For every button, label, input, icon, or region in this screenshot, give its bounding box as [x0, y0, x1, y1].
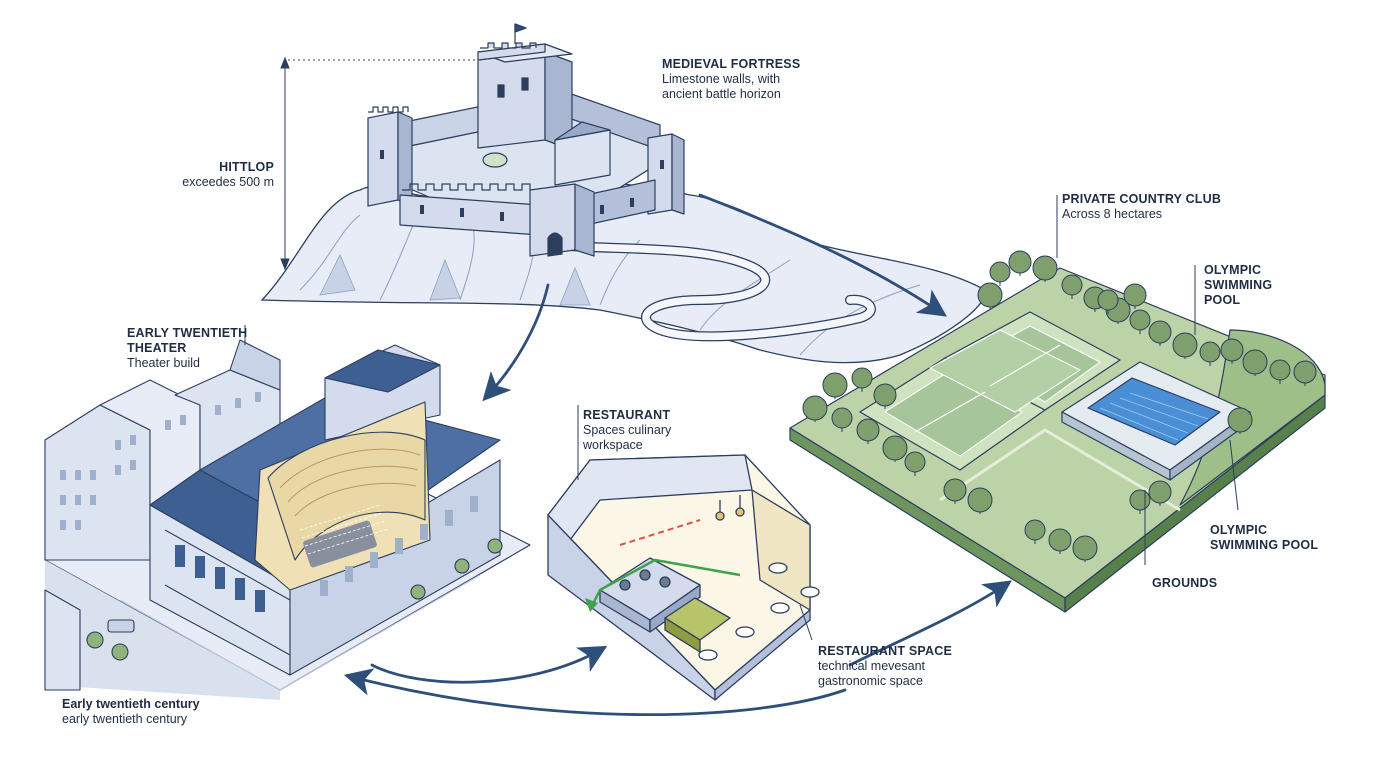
tree: [831, 407, 853, 429]
tree: [1227, 407, 1253, 433]
country-club-label: PRIVATE COUNTRY CLUB Across 8 hectares: [1062, 192, 1221, 222]
fortress-sub-1: Limestone walls, with: [662, 72, 781, 86]
restaurant-space-label: RESTAURANT SPACE technical mevesant gast…: [818, 644, 952, 689]
tree: [1148, 320, 1172, 344]
tree: [1293, 360, 1317, 384]
tree: [851, 367, 873, 389]
tree: [1199, 341, 1221, 363]
restaurant-sub-1: Spaces culinary: [583, 423, 672, 437]
restaurant-label: RESTAURANT Spaces culinary workspace: [583, 408, 671, 453]
hilltop-label: HITTLOP exceedes 500 m: [178, 160, 274, 190]
arrow-fortress-to-theater: [482, 283, 550, 402]
tree: [882, 435, 908, 461]
tree: [1061, 274, 1083, 296]
tree: [1129, 489, 1151, 511]
hilltop-sub: exceedes 500 m: [182, 175, 274, 189]
tree: [1024, 519, 1046, 541]
tree: [1097, 289, 1119, 311]
tree: [822, 372, 848, 398]
theater-title-1: EARLY TWENTIETH: [127, 326, 248, 340]
tree: [1129, 309, 1151, 331]
country-club-sub: Across 8 hectares: [1062, 207, 1163, 221]
grounds-title: GROUNDS: [1152, 576, 1218, 590]
tree: [967, 487, 993, 513]
century-line-1: Early twentieth century: [62, 697, 200, 711]
country-club-trees: [802, 250, 1317, 562]
pool-top-line-3: POOL: [1204, 293, 1241, 307]
tree: [1032, 255, 1058, 281]
tree: [1148, 480, 1172, 504]
arrow-theater-to-restaurant: [370, 645, 608, 684]
tree: [977, 282, 1003, 308]
medieval-fortress: [367, 23, 685, 257]
tree: [1242, 349, 1268, 375]
restaurant-title: RESTAURANT: [583, 408, 671, 422]
arrow-restaurant-to-club: [848, 580, 1012, 667]
tree: [802, 395, 828, 421]
pool-top-line-1: OLYMPIC: [1204, 263, 1262, 277]
tree: [1220, 338, 1244, 362]
century-label: Early twentieth century early twentieth …: [62, 697, 200, 727]
pool-right-line-2: SWIMMING POOL: [1210, 538, 1319, 552]
pool-label-right: OLYMPIC SWIMMING POOL: [1210, 523, 1318, 553]
arrow-fortress-to-club: [698, 193, 947, 317]
pool-top-line-2: SWIMMING: [1204, 278, 1273, 292]
tree: [904, 451, 926, 473]
tree: [873, 383, 897, 407]
fortress-sub-2: ancient battle horizon: [662, 87, 781, 101]
tree: [1008, 250, 1032, 274]
tree: [1123, 283, 1147, 307]
hilltop-title: HITTLOP: [219, 160, 274, 174]
tree: [1048, 528, 1072, 552]
arrow-club-to-theater: [343, 668, 847, 717]
flow-arrows: [343, 193, 1012, 717]
century-line-2: early twentieth century: [62, 712, 188, 726]
theater-title-2: THEATER: [127, 341, 187, 355]
restaurant-space-sub-2: gastronomic space: [818, 674, 923, 688]
label-leader-lines: [244, 195, 1239, 641]
tree: [1172, 332, 1198, 358]
theater-label: EARLY TWENTIETH THEATER Theater build: [127, 326, 247, 371]
pool-right-line-1: OLYMPIC: [1210, 523, 1268, 537]
tree: [989, 261, 1011, 283]
theater-sub: Theater build: [127, 356, 200, 370]
restaurant-sub-2: workspace: [583, 438, 643, 452]
restaurant-space-sub-1: technical mevesant: [818, 659, 926, 673]
town-and-theater: [44, 339, 531, 700]
hilltop-height-indicator: [280, 56, 475, 271]
pool-label-top: OLYMPIC SWIMMING POOL: [1204, 263, 1272, 308]
restaurant-space-title: RESTAURANT SPACE: [818, 644, 952, 658]
restaurant-cutaway: [547, 454, 820, 701]
tree: [1072, 535, 1098, 561]
tree: [856, 418, 880, 442]
tree: [943, 478, 967, 502]
grounds-label: GROUNDS: [1152, 576, 1217, 591]
fortress-title: MEDIEVAL FORTRESS: [662, 57, 801, 71]
country-club-title: PRIVATE COUNTRY CLUB: [1062, 192, 1222, 206]
fortress-label: MEDIEVAL FORTRESS Limestone walls, with …: [662, 57, 800, 102]
tree: [1269, 359, 1291, 381]
